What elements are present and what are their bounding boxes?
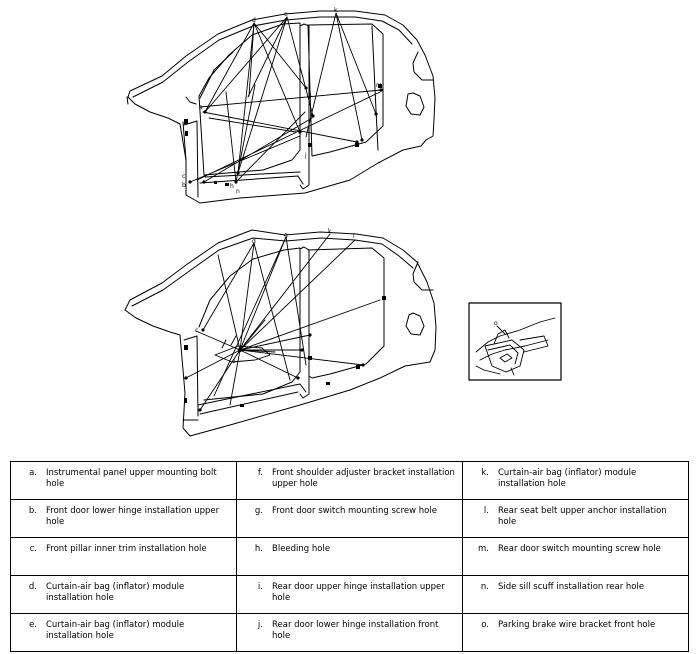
legend-letter: c. [29,544,37,554]
legend-description: Front door lower hinge installation uppe… [46,506,220,527]
legend-table: a. Instrumental panel upper mounting bolt… [10,461,689,652]
bottom-leader-lines [185,233,381,411]
legend-description: Rear door switch mounting screw hole [498,544,661,554]
legend-cell: j. Rear door lower hinge installation fro… [236,613,463,652]
svg-text:c: c [195,327,198,334]
svg-text:h: h [230,183,234,190]
bottom-hole-markers [184,296,386,412]
svg-text:m: m [376,82,382,89]
top-callout-letters: d e k a cb i hn j m [182,7,382,195]
top-body-side-outline [126,10,436,204]
legend-cell: f. Front shoulder adjuster bracket instal… [236,461,463,500]
legend-description: Curtain-air bag (inflator) module instal… [46,620,185,641]
legend-cell: b. Front door lower hinge installation up… [10,499,237,538]
legend-description: Bleeding hole [272,544,331,554]
legend-description: Front door switch mounting screw hole [272,506,437,516]
svg-text:n: n [236,188,240,195]
svg-text:i: i [310,93,312,100]
legend-cell: n. Side sill scuff installation rear hole [462,575,689,614]
svg-text:d: d [252,238,256,245]
legend-letter: o. [481,620,489,630]
legend-letter: b. [28,506,37,516]
svg-text:b: b [182,182,186,189]
svg-text:o: o [232,358,236,365]
legend-description: Curtain-air bag (inflator) module instal… [498,468,637,489]
legend-row: d. Curtain-air bag (inflator) module inst… [10,575,689,614]
svg-text:k: k [328,228,332,235]
legend-cell: a. Instrumental panel upper mounting bolt… [10,461,237,500]
legend-cell: i. Rear door upper hinge installation upp… [236,575,463,614]
legend-letter: m. [478,544,489,554]
top-leader-lines [189,12,382,183]
legend-description: Parking brake wire bracket front hole [498,620,656,630]
legend-row: c. Front pillar inner trim installation h… [10,537,689,576]
legend-letter: h. [254,544,263,554]
inset-callout-letter: o [494,320,498,327]
svg-text:d: d [252,17,256,24]
legend-row: b. Front door lower hinge installation up… [10,499,689,538]
legend-description: Side sill scuff installation rear hole [498,582,645,592]
legend-cell: m. Rear door switch mounting screw hole [462,537,689,576]
inset-frame [468,302,562,381]
legend-description: Curtain-air bag (inflator) module instal… [46,582,185,603]
legend-letter: i. [257,582,263,592]
bottom-callout-letters: d g k l c o [195,228,355,365]
legend-cell: l. Rear seat belt upper anchor installati… [462,499,689,538]
legend-letter: l. [483,506,489,516]
legend-letter: d. [28,582,37,592]
legend-description: Rear seat belt upper anchor installation… [498,506,667,527]
legend-cell: o. Parking brake wire bracket front hole [462,613,689,652]
legend-letter: f. [257,468,263,478]
legend-description: Instrumental panel upper mounting bolt h… [46,468,217,489]
legend-letter: e. [29,620,37,630]
legend-cell: e. Curtain-air bag (inflator) module inst… [10,613,237,652]
legend-description: Rear door lower hinge installation front… [272,620,439,641]
svg-text:e: e [284,11,288,18]
svg-text:l: l [353,233,355,240]
legend-letter: j. [257,620,263,630]
legend-cell: k. Curtain-air bag (inflator) module inst… [462,461,689,500]
legend-description: Front shoulder adjuster bracket installa… [272,468,455,489]
legend-letter: n. [480,582,489,592]
legend-description: Rear door upper hinge installation upper… [272,582,445,603]
legend-description: Front pillar inner trim installation hol… [46,544,207,554]
parking-brake-bracket-inset [475,317,556,376]
top-hole-markers [184,84,383,186]
legend-letter: k. [481,468,489,478]
legend-cell: g. Front door switch mounting screw hole [236,499,463,538]
legend-row: e. Curtain-air bag (inflator) module inst… [10,613,689,652]
legend-letter: g. [254,506,263,516]
legend-cell: c. Front pillar inner trim installation h… [10,537,237,576]
legend-letter: a. [29,468,37,478]
svg-text:g: g [284,232,288,239]
bottom-body-side-outline [124,229,437,437]
svg-text:c: c [182,173,185,180]
svg-text:k: k [334,7,338,14]
legend-row: a. Instrumental panel upper mounting bolt… [10,461,689,500]
body-side-diagram: dek acb ihn jm [124,7,562,437]
svg-text:a: a [199,104,203,111]
svg-text:j: j [304,152,307,159]
legend-cell: d. Curtain-air bag (inflator) module inst… [10,575,237,614]
legend-cell: h. Bleeding hole [236,537,463,576]
